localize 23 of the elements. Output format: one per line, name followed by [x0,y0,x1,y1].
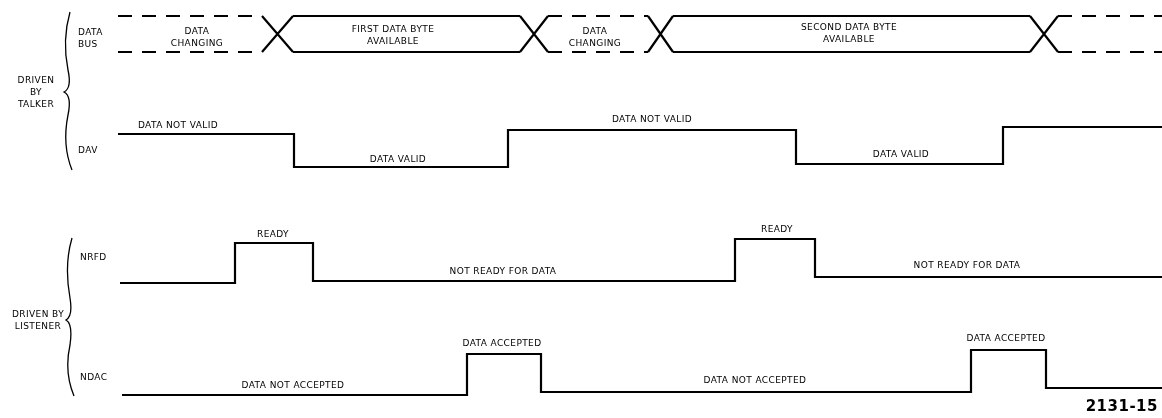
state-label: NOT READY FOR DATA [449,265,557,277]
signal-name: NRFD [80,251,107,263]
state-label: READY [257,228,289,240]
signal-name: DAV [78,144,98,156]
signal-name: NDAC [80,371,108,383]
bus-state-label: DATA CHANGING [567,25,623,49]
state-label: DATA ACCEPTED [966,332,1046,344]
group-label: DRIVEN BY LISTENER [10,308,66,332]
state-label: DATA NOT ACCEPTED [241,379,345,391]
state-label: DATA VALID [872,148,930,160]
signal-name: DATA BUS [78,26,104,50]
state-label: DATA NOT ACCEPTED [703,374,807,386]
state-label: DATA NOT VALID [137,119,219,131]
state-label: READY [761,223,793,235]
state-label: DATA NOT VALID [611,113,693,125]
group-label: DRIVEN BY TALKER [16,74,56,110]
bus-state-label: FIRST DATA BYTE AVAILABLE [350,23,436,47]
state-label: NOT READY FOR DATA [913,259,1021,271]
bus-state-label: DATA CHANGING [169,25,225,49]
state-label: DATA VALID [369,153,427,165]
figure-number: 2131-15 [1085,400,1158,412]
state-label: DATA ACCEPTED [462,337,542,349]
bus-state-label: SECOND DATA BYTE AVAILABLE [799,21,899,45]
